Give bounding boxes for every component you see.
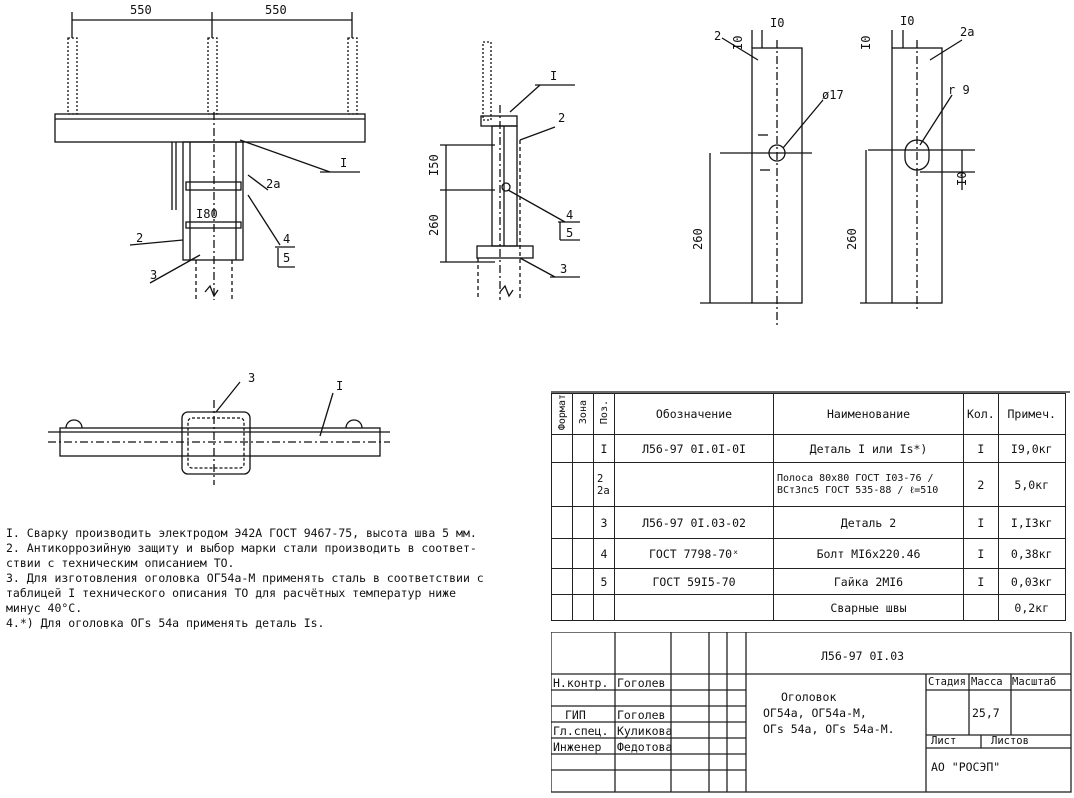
name-engineer: Федотова: [617, 740, 673, 754]
title-block: Л56-97 0I.03 Н.контр. Гоголев ГИП Гоголе…: [551, 632, 1072, 793]
note-3-cont2: минус 40°С.: [6, 601, 83, 615]
side-view: I50 260 I 2 4 5 3: [427, 41, 580, 300]
dim-260-detail2: 260: [691, 228, 705, 250]
note-3: 3. Для изготовления оголовка ОГ54а-М при…: [6, 571, 484, 585]
callout-2a: 2а: [266, 177, 280, 191]
detail-2a: I0 260 I0 I0 r 9 2а: [845, 14, 975, 310]
col-pos: Поз.: [598, 400, 610, 425]
role-engineer: Инженер: [553, 740, 602, 754]
name-glspec: Куликова: [617, 724, 673, 738]
dim-10-c: I0: [900, 14, 914, 28]
table-row: 4 ГОСТ 7798-70ˣ Болт МI6х220.46 I 0,38кг: [551, 538, 1066, 569]
note-2: 2. Антикоррозийную защиту и выбор марки …: [6, 541, 477, 555]
callout-3-side: 3: [560, 262, 567, 276]
callout-2-detail: 2: [714, 29, 721, 43]
callout-5: 5: [283, 251, 290, 265]
dim-260-detail2a: 260: [845, 228, 859, 250]
col-note: Примеч.: [997, 393, 1066, 435]
scale-label: Масштаб: [1012, 676, 1057, 688]
table-row: 2 2а Полоса 80x80 ГОСТ I03-76 / ВСт3пс5 …: [551, 462, 1066, 507]
role-glspec: Гл.спец.: [553, 724, 609, 738]
plan-view: 3 I: [48, 371, 390, 485]
mass-value: 25,7: [972, 706, 1000, 720]
role-gip: ГИП: [565, 708, 586, 722]
callout-1: I: [340, 156, 347, 170]
col-qty: Кол.: [963, 393, 999, 435]
title-line-3: ОГs 54а, ОГs 54а-М.: [763, 722, 895, 736]
dim-10-a: I0: [770, 16, 784, 30]
table-row: I Л56-97 0I.0I-0I Деталь I или Is*) I I9…: [551, 434, 1066, 463]
dim-260: 260: [427, 214, 441, 236]
doc-code: Л56-97 0I.03: [821, 649, 905, 663]
title-line-1: Оголовок: [781, 690, 837, 704]
dim-10-d: I0: [955, 172, 969, 186]
title-line-2: ОГ54а, ОГ54а-М,: [763, 706, 867, 720]
table-row: Сварные швы 0,2кг: [551, 594, 1066, 621]
callout-3: 3: [150, 268, 157, 282]
mass-label: Масса: [971, 676, 1003, 688]
col-name: Наименование: [773, 393, 964, 435]
dim-10-e: I0: [859, 36, 873, 50]
organization: АО "РОСЭП": [931, 760, 1001, 774]
notes: I. Сварку производить электродом Э42А ГО…: [6, 526, 531, 631]
callout-5-side: 5: [566, 226, 573, 240]
callout-4: 4: [283, 232, 290, 246]
dim-550-left: 550: [130, 3, 152, 17]
sheets-label: Листов: [991, 735, 1029, 747]
callout-3-plan: 3: [248, 371, 255, 385]
table-row: 3 Л56-97 0I.03-02 Деталь 2 I I,I3кг: [551, 506, 1066, 539]
note-3-cont: таблицей I технического описания ТО для …: [6, 586, 457, 600]
detail-2: 260 I0 I0 ø17 2: [691, 16, 844, 325]
callout-2a-detail: 2а: [960, 25, 974, 39]
dim-150: I50: [427, 154, 441, 176]
callout-1-plan: I: [336, 379, 343, 393]
callout-2-side: 2: [558, 111, 565, 125]
callout-1-side: I: [550, 69, 557, 83]
col-designation: Обозначение: [614, 393, 774, 435]
stage-label: Стадия: [928, 676, 966, 688]
callout-2: 2: [136, 231, 143, 245]
sheet-label: Лист: [931, 735, 957, 747]
table-row: 5 ГОСТ 59I5-70 Гайка 2МI6 I 0,03кг: [551, 568, 1066, 595]
title-block-grid: [551, 632, 1072, 793]
name-nkontr: Гоголев: [617, 676, 666, 690]
role-nkontr: Н.контр.: [553, 676, 609, 690]
callout-4-side: 4: [566, 208, 573, 222]
col-zone: Зона: [577, 400, 589, 425]
dim-r9: r 9: [948, 83, 970, 97]
spec-table: Формат Зона Поз. Обозначение Наименовани…: [551, 393, 1066, 621]
note-1: I. Сварку производить электродом Э42А ГО…: [6, 526, 477, 540]
dim-180: I80: [196, 207, 218, 221]
dim-17: ø17: [822, 88, 844, 102]
name-gip: Гоголев: [617, 708, 666, 722]
front-view: 550 550 I 2а 4 5 2 3 I80: [54, 3, 366, 300]
note-2-cont: ствии с техническим описанием ТО.: [6, 556, 235, 570]
col-format: Формат: [556, 394, 568, 431]
note-4: 4.*) Для оголовка ОГs 54а применять дета…: [6, 616, 325, 630]
dim-550-right: 550: [265, 3, 287, 17]
